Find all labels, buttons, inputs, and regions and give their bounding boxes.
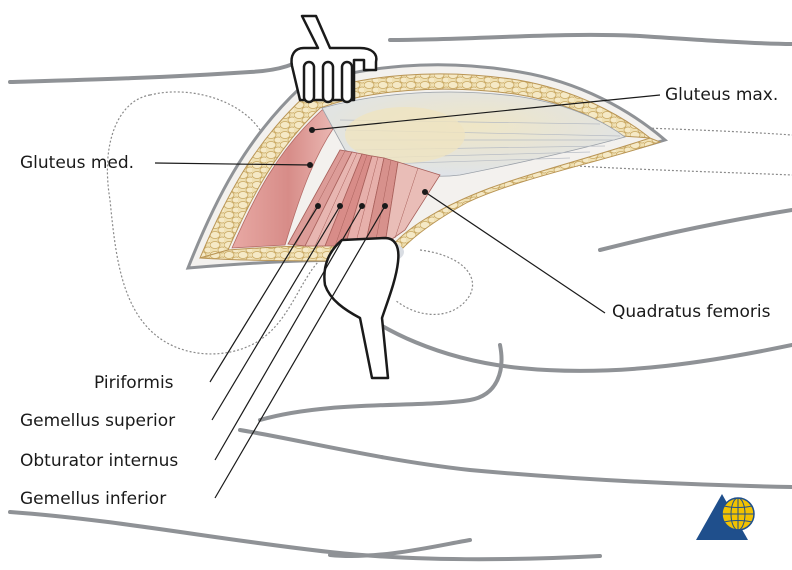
label-gluteus-max: Gluteus max. xyxy=(665,85,778,105)
label-quadratus-femoris: Quadratus femoris xyxy=(612,302,770,322)
label-gemellus-inferior: Gemellus inferior xyxy=(20,489,166,509)
label-obturator-internus: Obturator internus xyxy=(20,451,178,471)
label-gemellus-superior: Gemellus superior xyxy=(20,411,175,431)
triangle-globe-logo-icon xyxy=(696,494,754,540)
lower-retractor xyxy=(324,238,404,378)
label-gluteus-med: Gluteus med. xyxy=(20,153,134,173)
label-piriformis: Piriformis xyxy=(94,373,174,393)
